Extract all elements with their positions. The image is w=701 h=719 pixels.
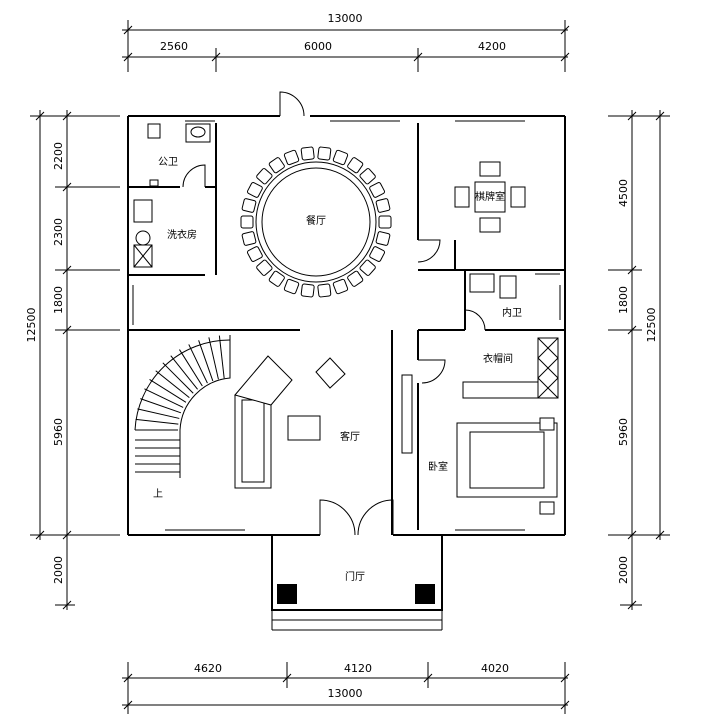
bottom-dimension-lines	[122, 662, 570, 714]
dining-chair	[247, 246, 263, 262]
entrance-porch	[271, 535, 443, 631]
dining-chair	[268, 157, 285, 174]
dining-chair	[256, 259, 273, 276]
interior-walls	[128, 123, 565, 535]
dining-chair	[241, 231, 257, 246]
dining-chair	[375, 231, 391, 246]
left-dimension-lines	[30, 110, 120, 610]
bottom-total-dim: 13000	[328, 687, 363, 700]
dining-chair	[300, 283, 315, 298]
dining-chair	[378, 215, 392, 229]
right-dim-1: 4500	[617, 179, 630, 207]
left-dim-1: 2200	[52, 142, 65, 170]
top-dim-2: 6000	[304, 40, 332, 53]
dining-chair	[375, 198, 391, 213]
dining-chair	[347, 270, 364, 287]
dining-chair	[369, 182, 385, 198]
left-dim-3: 1800	[52, 286, 65, 314]
stair-tread	[149, 379, 187, 403]
bottom-dim-2: 4120	[344, 662, 372, 675]
stair-tread	[198, 340, 214, 382]
room-label-public-wc: 公卫	[158, 157, 178, 168]
bottom-dim-1: 4620	[194, 662, 222, 675]
right-dim-2: 1800	[617, 286, 630, 314]
stair-tread	[188, 344, 208, 384]
dining-chair	[347, 157, 364, 174]
right-dim-4: 2000	[617, 556, 630, 584]
room-label-living: 客厅	[340, 430, 360, 443]
dining-table	[240, 146, 392, 298]
dining-chair	[241, 198, 257, 213]
dining-chair	[247, 182, 263, 198]
room-label-laundry: 洗衣房	[167, 228, 197, 241]
inner-wc-fixtures	[469, 273, 560, 299]
toilet-sink-fixtures	[133, 123, 211, 268]
right-total-dim: 12500	[645, 308, 658, 343]
stair-tread	[155, 370, 190, 398]
dining-chair	[359, 168, 376, 185]
dining-chair	[359, 259, 376, 276]
tv-wall	[401, 374, 413, 454]
stair-tread	[162, 362, 194, 394]
top-dim-1: 2560	[160, 40, 188, 53]
room-label-wardrobe: 衣帽间	[483, 352, 513, 365]
dining-chair	[317, 283, 332, 298]
bed	[456, 417, 558, 515]
dining-chair	[317, 146, 332, 161]
stair-tread	[135, 418, 179, 425]
staircase	[134, 335, 231, 478]
right-dim-3: 5960	[617, 418, 630, 446]
dining-chair	[283, 149, 300, 166]
dining-chair	[300, 146, 315, 161]
stair-tread	[144, 388, 184, 408]
bottom-dim-3: 4020	[481, 662, 509, 675]
dining-chair	[268, 270, 285, 287]
stairs-up-label: 上	[153, 488, 163, 500]
top-total-dim: 13000	[328, 12, 363, 25]
dining-chair	[240, 215, 254, 229]
room-label-bedroom: 卧室	[428, 460, 448, 473]
left-dim-2: 2300	[52, 218, 65, 246]
stair-tread	[137, 408, 180, 419]
top-dimension-lines	[122, 20, 570, 72]
room-label-chess-room: 棋牌室	[475, 190, 505, 203]
dining-chair	[369, 246, 385, 262]
room-label-inner-wc: 内卫	[502, 306, 522, 319]
wardrobe-cabinets	[462, 337, 559, 399]
stair-tread	[170, 355, 198, 390]
stair-tread	[218, 335, 225, 379]
left-dim-5: 2000	[52, 556, 65, 584]
stair-tread	[140, 398, 182, 414]
top-dim-3: 4200	[478, 40, 506, 53]
dining-chair	[332, 149, 349, 166]
stair-tread	[179, 349, 203, 387]
right-dimension-lines	[608, 110, 670, 610]
left-dim-4: 5960	[52, 418, 65, 446]
sofa	[234, 355, 346, 489]
exterior-walls	[127, 115, 566, 536]
doors	[182, 91, 486, 536]
dining-chair	[283, 278, 300, 295]
dining-chair	[256, 168, 273, 185]
room-label-entrance: 门厅	[345, 570, 365, 583]
stair-tread	[208, 337, 219, 380]
chess-table	[454, 161, 526, 233]
dining-chair	[332, 278, 349, 295]
room-label-dining: 餐厅	[306, 214, 326, 227]
left-total-dim: 12500	[25, 308, 38, 343]
